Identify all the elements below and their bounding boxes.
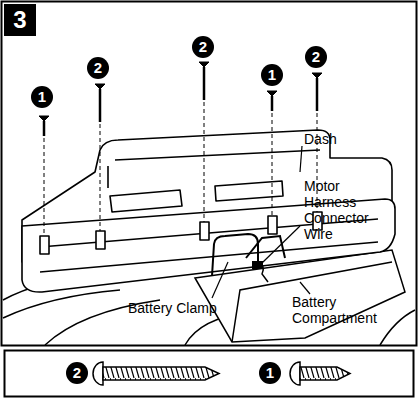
body-line	[380, 310, 415, 345]
screw-boss	[268, 216, 277, 234]
dash-detail	[107, 166, 109, 188]
leader-line	[262, 226, 300, 263]
connector-plug	[253, 262, 262, 268]
dash-groove	[40, 242, 378, 272]
screw-boss	[96, 231, 105, 249]
callout-number: 2	[87, 57, 109, 79]
screw-head	[95, 84, 105, 89]
leader-line	[300, 282, 310, 294]
short-screw	[300, 367, 350, 380]
screw-shaft	[99, 89, 102, 122]
dash-slot	[215, 181, 283, 201]
dash-detail	[115, 150, 320, 160]
callout-number: 2	[192, 36, 214, 58]
callout-number: 1	[261, 64, 283, 86]
dashed-guide	[204, 102, 205, 222]
screw-shaft	[203, 67, 206, 100]
screw-head	[290, 362, 300, 385]
long-screw	[103, 367, 219, 380]
leader-line	[300, 146, 302, 172]
compartment-edge	[232, 262, 392, 342]
dashed-guide	[272, 113, 273, 216]
screw-key-strip	[5, 351, 414, 397]
dash	[22, 130, 395, 292]
callout-number: 2	[66, 362, 88, 384]
step-number: 3	[13, 8, 26, 32]
screw-head	[312, 73, 322, 78]
screw-shaft	[271, 96, 274, 111]
screw-head	[93, 362, 103, 385]
screws	[39, 62, 322, 136]
dashed-guide	[44, 138, 45, 236]
part-name: Battery Clamp	[128, 300, 248, 316]
leader-lines	[212, 146, 310, 298]
screw-head	[199, 62, 209, 67]
callout-number: 1	[31, 86, 53, 108]
dashed-guide	[100, 124, 101, 231]
screw-shaft	[43, 121, 46, 136]
screw-boss	[200, 222, 209, 240]
callout-number: 2	[305, 46, 327, 68]
part-name: Battery Compartment	[292, 294, 392, 326]
screw-key	[93, 362, 350, 385]
callout-number: 1	[259, 362, 281, 384]
part-name: Motor Harness Connector Wire	[304, 178, 386, 242]
part-name: Dash	[304, 131, 364, 147]
screw-shaft	[316, 78, 319, 111]
screw-boss	[40, 236, 49, 254]
step-number-box: 3	[4, 4, 36, 36]
clamp-bar	[212, 234, 258, 276]
frame	[2, 2, 417, 346]
screw-head	[39, 116, 49, 121]
screw-head	[267, 91, 277, 96]
dash-slot	[110, 190, 182, 212]
leader-line	[212, 262, 228, 298]
screw-paths	[44, 102, 317, 236]
